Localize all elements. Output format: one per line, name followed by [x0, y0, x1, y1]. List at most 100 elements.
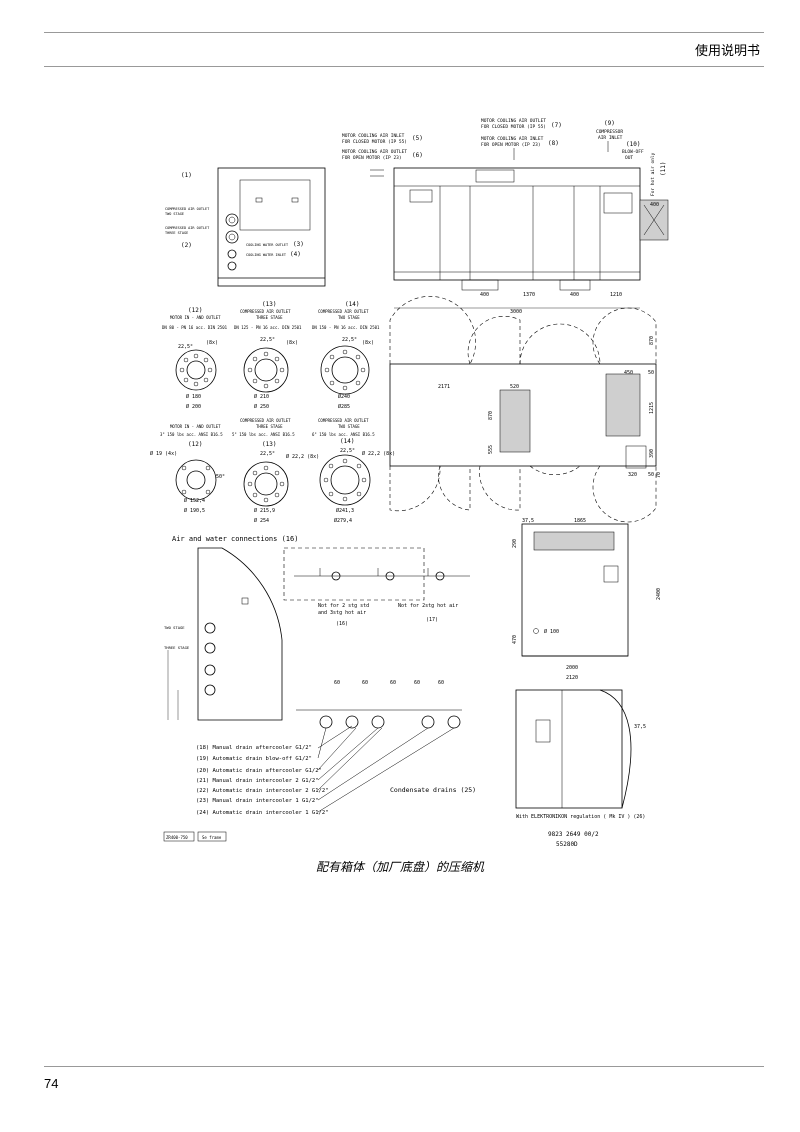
stamps: ZR400-750 Se frame 9823 2649 00/2 55280D	[163, 831, 599, 848]
dim-2400: 2400	[656, 588, 662, 600]
label-hot-air: For hot air only	[650, 152, 656, 196]
flange-12-d1: Ø 180	[186, 393, 201, 400]
label-s4: COOLING WATER INLET	[246, 253, 287, 257]
flange-12b-d1: Ø 152,4	[184, 497, 205, 504]
label-8b: FOR OPEN MOTOR (IP 23)	[481, 142, 541, 148]
flange-12b-holes: Ø 19 (4x)	[150, 450, 177, 457]
elektronikon-view: 37,5 With ELEKTRONIKON regulation ( Mk I…	[515, 689, 646, 820]
flange-14b-t1: COMPRESSED AIR OUTLET	[318, 418, 369, 423]
connections-title: Air and water connections (16)	[172, 535, 298, 543]
header-rule-bottom	[44, 66, 764, 67]
label-7b: FOR CLOSED MOTOR (IP 55)	[481, 124, 546, 130]
condensate-label: Condensate drains (25)	[390, 786, 476, 794]
flange-13-d2: Ø 250	[254, 403, 269, 410]
label-three-stage: THREE STAGE	[164, 645, 190, 650]
dim-520: 520	[510, 384, 519, 390]
label-6a: MOTOR COOLING AIR OUTLET	[342, 149, 407, 155]
dim-400b: 400	[570, 292, 579, 298]
label-n11: (11)	[660, 162, 667, 176]
flange-12b: MOTOR IN - AND OUTLET 3" 150 lbs acc. AN…	[150, 424, 225, 514]
label-10a: BLOW-OFF	[622, 149, 644, 155]
header-title: 使用说明书	[694, 44, 760, 59]
label-7a: MOTOR COOLING AIR OUTLET	[481, 118, 546, 124]
flange-13b-t2: THREE STAGE	[256, 424, 283, 429]
flange-12b-t1: MOTOR IN - AND OUTLET	[170, 424, 221, 429]
label-n3: (3)	[293, 241, 304, 248]
flange-13-num: (13)	[262, 301, 276, 308]
dim-555: 555	[488, 445, 494, 454]
elektronikon-label: With ELEKTRONIKON regulation ( Mk IV ) (…	[516, 814, 645, 820]
dim-3000: 3000	[510, 309, 522, 315]
note-17: Not for 2stg hot air	[398, 603, 458, 609]
label-n6: (6)	[412, 152, 423, 159]
flange-12: (12) MOTOR IN - AND OUTLET DN 80 - PN 16…	[162, 307, 228, 410]
drain-item: (18) Manual drain aftercooler G1/2"	[196, 745, 312, 751]
flange-14b-ang: 22,5°	[340, 448, 355, 454]
dim-50a: 50	[648, 370, 654, 376]
note-16a: Not for 2 stg std	[318, 603, 369, 609]
dim-870b: 870	[488, 411, 494, 420]
dim-1215: 1215	[649, 402, 655, 414]
label-6b: FOR OPEN MOTOR (IP 23)	[342, 155, 402, 161]
top-labels: MOTOR COOLING AIR INLET FOR CLOSED MOTOR…	[342, 118, 667, 196]
label-8a: MOTOR COOLING AIR INLET	[481, 136, 544, 142]
label-n1: (1)	[181, 172, 192, 179]
end-view: 37,5 1865 290 2400 470 Ø 100 2000 2120	[512, 518, 662, 681]
flange-13: (13) COMPRESSED AIR OUTLET THREE STAGE D…	[234, 301, 302, 410]
flange-14-d2: Ø285	[338, 403, 350, 410]
label-n7: (7)	[551, 122, 562, 129]
dim-870: 870	[649, 336, 655, 345]
flange-12-ang: 22,5°	[178, 344, 193, 350]
label-n4: (4)	[290, 251, 301, 258]
flange-14-ang: 22,5°	[342, 337, 357, 343]
dim-390: 390	[649, 449, 655, 458]
dim-phi100: Ø 100	[544, 628, 559, 635]
flange-12-num: (12)	[188, 307, 202, 314]
dim-1210: 1210	[610, 292, 622, 298]
label-10b: OUT	[625, 155, 633, 161]
stamp-model: ZR400-750	[166, 835, 188, 840]
flange-13b-num: (13)	[262, 441, 276, 448]
flange-12b-d2: Ø 190,5	[184, 507, 205, 514]
flange-13b-holes: Ø 22,2 (8x)	[286, 453, 319, 460]
dim-2000: 2000	[566, 665, 578, 671]
label-s1a: COMPRESSED AIR OUTLET	[165, 207, 210, 211]
label-n8: (8)	[548, 140, 559, 147]
plan-view: 2171 520 450 50 870 870 1215 555 390 320…	[389, 296, 662, 523]
dim-60c: 60	[390, 680, 396, 686]
dim-60b: 60	[362, 680, 368, 686]
flange-14-holes: (8x)	[362, 340, 374, 346]
dim-1865: 1865	[574, 518, 586, 524]
drain-item: (19) Automatic drain blow-off G1/2"	[196, 756, 312, 762]
flange-14b-num: (14)	[340, 438, 354, 445]
label-9a: COMPRESSOR	[596, 129, 623, 135]
dim-70: 70	[656, 472, 662, 478]
figure-caption: 配有箱体（加厂底盘）的压缩机	[315, 860, 484, 874]
label-s2a: COMPRESSED AIR OUTLET	[165, 226, 210, 230]
dim-60d: 60	[414, 680, 420, 686]
note-n16: (16)	[336, 621, 348, 627]
label-s1b: TWO STAGE	[165, 212, 184, 216]
header-rule-top	[44, 32, 764, 33]
flange-12-holes: (8x)	[206, 340, 218, 346]
dim-2120: 2120	[566, 675, 578, 681]
note-16b: and 3stg hot air	[318, 610, 366, 616]
drain-item: (22) Automatic drain intercooler 2 G1/2"	[196, 788, 328, 794]
flange-12-t2: DN 80 - PN 16 acc. DIN 2501	[162, 325, 228, 330]
doc-number: 9823 2649 00/2	[548, 831, 599, 838]
dim-1370: 1370	[523, 292, 535, 298]
flange-13-t1: COMPRESSED AIR OUTLET	[240, 309, 291, 314]
flange-14b-d2: Ø279,4	[334, 517, 352, 524]
drain-list: (18) Manual drain aftercooler G1/2" (19)…	[196, 745, 476, 816]
flange-13-t3: DN 125 - PN 16 acc. DIN 2501	[234, 325, 302, 330]
drain-item: (21) Manual drain intercooler 2 G1/2"	[196, 778, 319, 784]
label-two-stage: TWO STAGE	[164, 625, 185, 630]
flange-14b-t2: TWO STAGE	[338, 424, 360, 429]
flange-13-ang: 22,5°	[260, 337, 275, 343]
footer-rule	[44, 1066, 764, 1067]
label-s3: COOLING WATER OUTLET	[246, 243, 289, 247]
dim-400c: 400	[650, 202, 659, 208]
flange-13b-t1: COMPRESSED AIR OUTLET	[240, 418, 291, 423]
flange-13-d1: Ø 210	[254, 393, 269, 400]
dim-60e: 60	[438, 680, 444, 686]
